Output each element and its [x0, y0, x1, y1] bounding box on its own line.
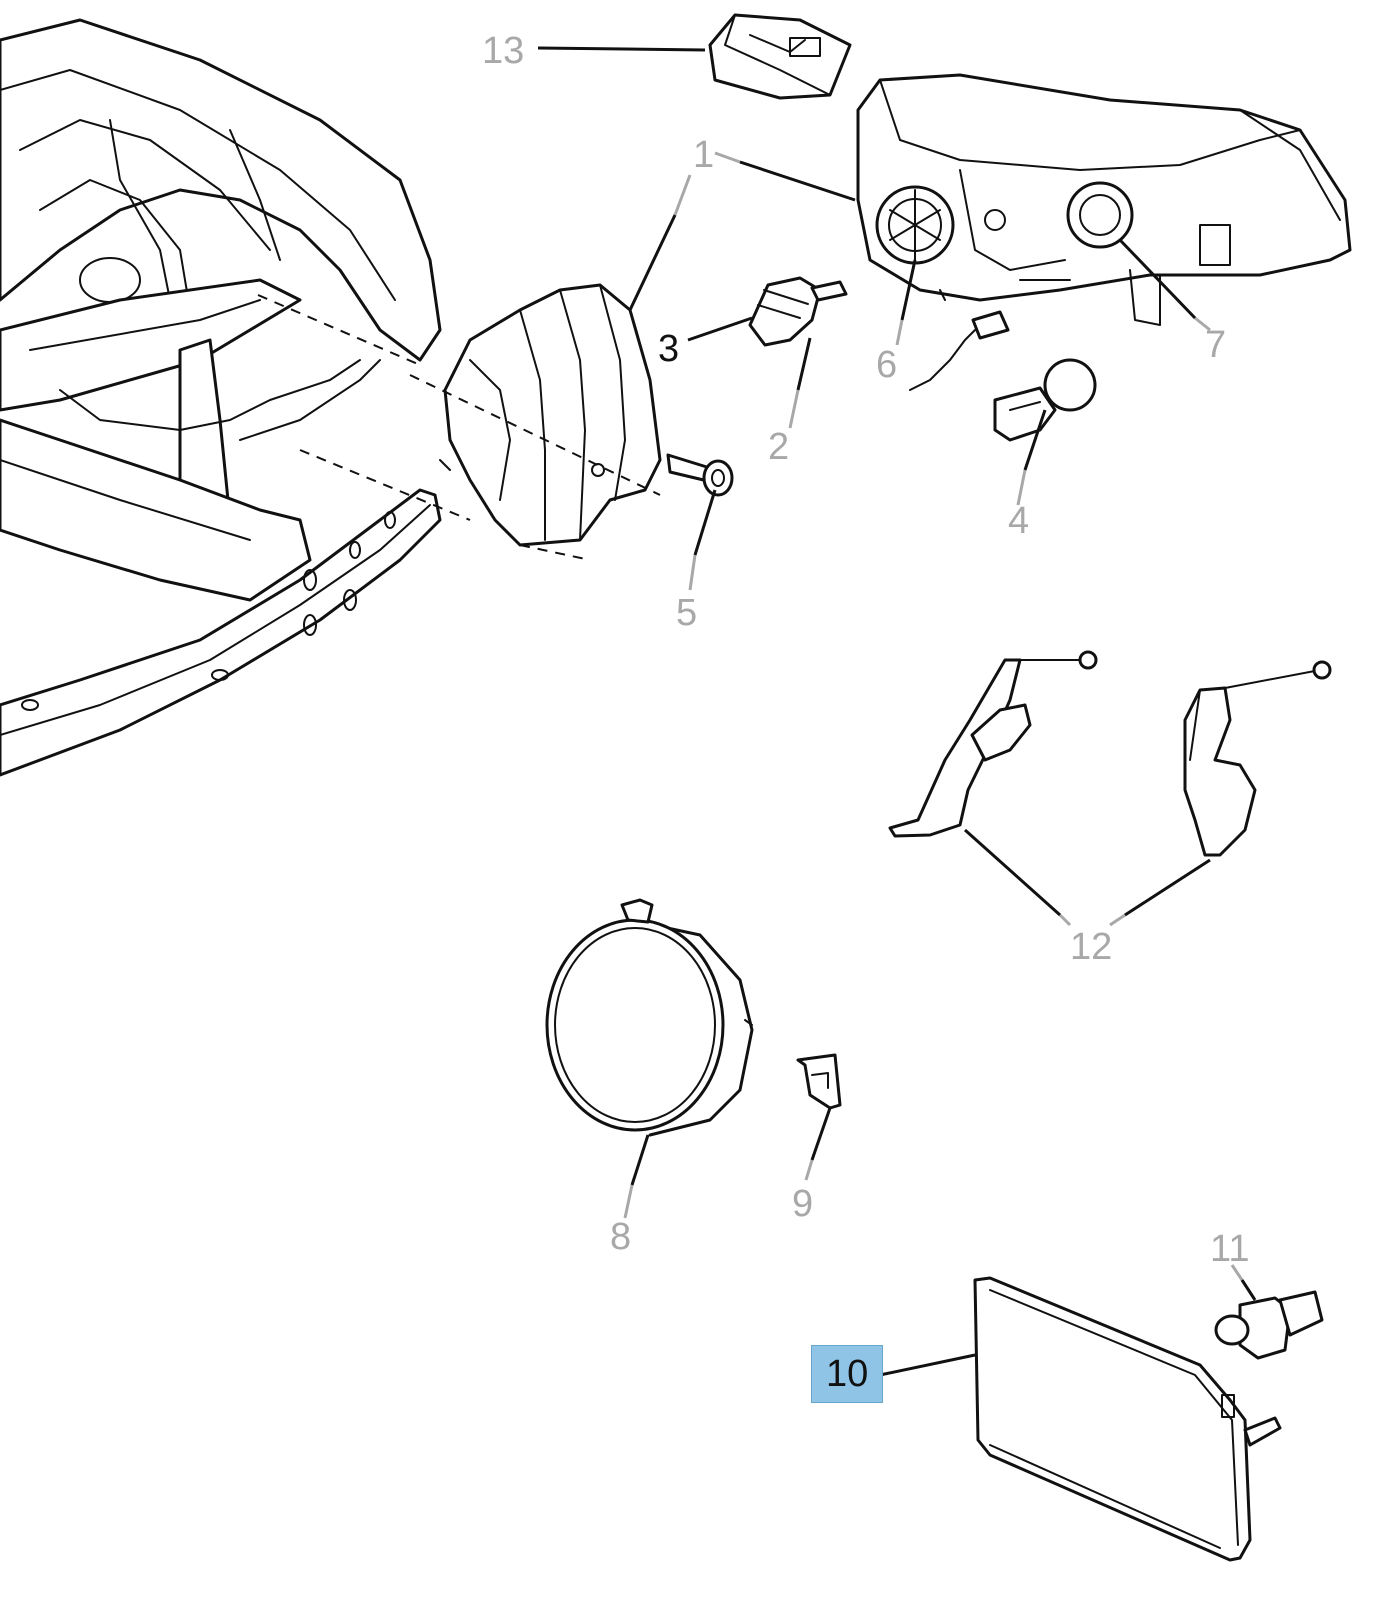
alignment-dashed-lines [257, 294, 661, 561]
bolt [666, 453, 734, 497]
callout-4[interactable]: 4 [1008, 500, 1030, 542]
front-end-frame [0, 18, 442, 602]
callout-6[interactable]: 6 [876, 344, 898, 386]
callout-3[interactable]: 3 [658, 328, 680, 370]
bulb-socket [748, 276, 848, 347]
headlamp-housing [856, 73, 1352, 326]
callout-7[interactable]: 7 [1205, 324, 1227, 366]
callout-1[interactable]: 1 [693, 134, 715, 176]
wiring-harness [909, 310, 1010, 391]
callout-9[interactable]: 9 [792, 1183, 814, 1225]
callout-5[interactable]: 5 [676, 592, 698, 634]
fog-lamp [545, 898, 754, 1137]
leader-lines [537, 46, 1257, 1377]
marker-bulb-socket [1214, 1290, 1324, 1360]
side-bulb [993, 358, 1097, 442]
bumper-impact-bar [0, 488, 442, 777]
callout-11[interactable]: 11 [1210, 1228, 1250, 1270]
retaining-clip [796, 1053, 842, 1110]
callout-2[interactable]: 2 [768, 426, 790, 468]
control-module [708, 13, 852, 100]
side-marker-lamp [973, 1276, 1282, 1562]
callout-13[interactable]: 13 [482, 30, 525, 72]
headlamp-assembly [439, 283, 662, 547]
callout-10-selected[interactable]: 10 [811, 1345, 884, 1403]
callout-8[interactable]: 8 [610, 1216, 632, 1258]
leveling-sensors [888, 650, 1332, 857]
callout-12[interactable]: 12 [1070, 926, 1113, 968]
